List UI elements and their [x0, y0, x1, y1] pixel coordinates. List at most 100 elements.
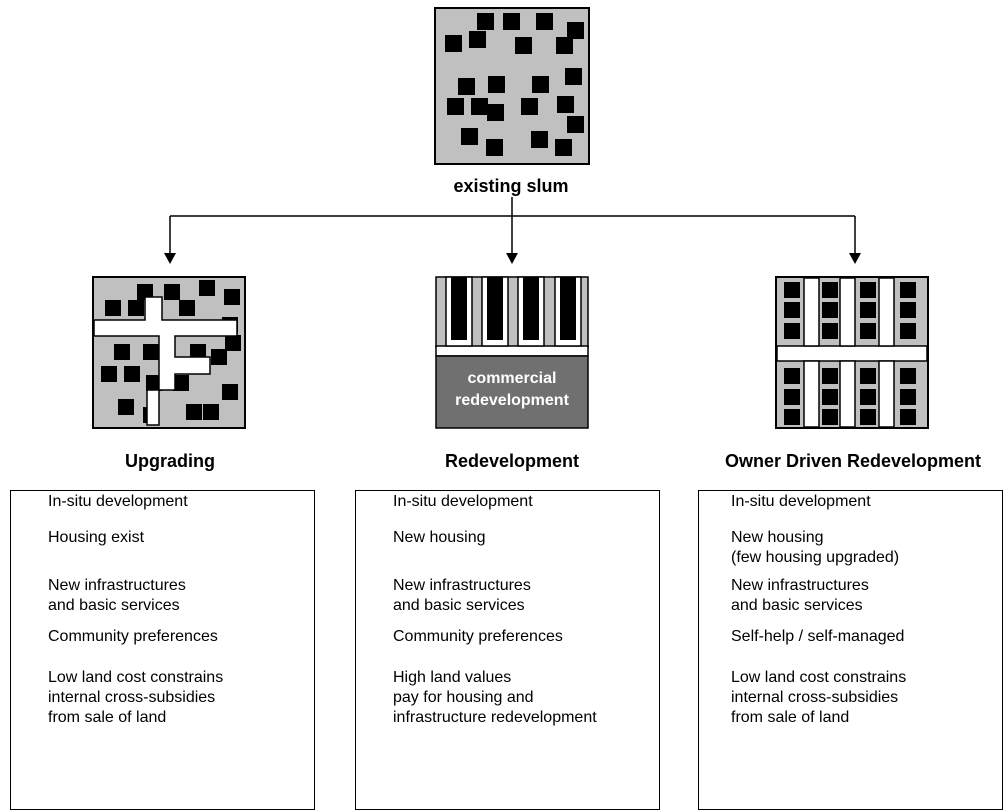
slum-house	[567, 22, 584, 39]
slum-house	[447, 98, 464, 115]
panel-line: New infrastructures and basic services	[48, 577, 186, 614]
connector-arrows	[164, 197, 861, 264]
lane	[878, 360, 895, 428]
slum-house	[521, 98, 538, 115]
panel-upgrading	[10, 490, 315, 810]
house	[822, 323, 838, 339]
house	[860, 302, 876, 318]
panel-line: New infrastructures and basic services	[731, 577, 869, 614]
existing-slum-illustration	[434, 7, 590, 165]
arrowhead-icon	[164, 253, 176, 264]
slum-house	[555, 139, 572, 156]
house	[860, 323, 876, 339]
house	[822, 389, 838, 405]
apartment-block	[560, 277, 576, 340]
slum-house	[557, 96, 574, 113]
apartment-block	[487, 277, 503, 340]
slum-house	[556, 37, 573, 54]
house	[860, 282, 876, 298]
slum-house	[532, 76, 549, 93]
house	[211, 349, 227, 365]
street	[435, 345, 589, 357]
slum-house	[469, 31, 486, 48]
house	[900, 368, 916, 384]
house	[860, 409, 876, 425]
slum-house	[486, 139, 503, 156]
panel-line: In-situ development	[48, 493, 188, 510]
house	[900, 282, 916, 298]
arrowhead-icon	[849, 253, 861, 264]
panel-line: High land values pay for housing and inf…	[393, 669, 597, 726]
slum-house	[567, 116, 584, 133]
house	[900, 302, 916, 318]
house	[822, 282, 838, 298]
house	[114, 344, 130, 360]
owner-driven-illustration	[775, 276, 929, 429]
house	[173, 375, 189, 391]
house	[784, 389, 800, 405]
upgrading-illustration	[92, 276, 246, 429]
house	[101, 366, 117, 382]
slum-house	[477, 13, 494, 30]
house	[143, 344, 159, 360]
house	[128, 300, 144, 316]
panel-line: Community preferences	[48, 628, 218, 645]
slum-house	[461, 128, 478, 145]
house	[860, 368, 876, 384]
house	[784, 282, 800, 298]
panel-line: Low land cost constrains internal cross-…	[48, 669, 224, 726]
house	[860, 389, 876, 405]
house	[225, 335, 241, 351]
apartment-block	[451, 277, 467, 340]
panel-owner-driven	[698, 490, 1003, 810]
house	[222, 384, 238, 400]
house	[124, 366, 140, 382]
panel-line: Community preferences	[393, 628, 563, 645]
house	[900, 389, 916, 405]
arrowhead-icon	[506, 253, 518, 264]
redevelopment-illustration	[435, 276, 589, 429]
commercial-redevelopment-label: commercial redevelopment	[455, 370, 569, 409]
slum-house	[488, 76, 505, 93]
slum-house	[515, 37, 532, 54]
lane	[839, 277, 856, 347]
house	[900, 323, 916, 339]
slum-house	[471, 98, 488, 115]
slum-house	[565, 68, 582, 85]
house	[784, 302, 800, 318]
new-roads	[93, 296, 238, 426]
house	[784, 323, 800, 339]
option-title-owner-driven: Owner Driven Redevelopment	[724, 451, 982, 471]
house	[146, 375, 162, 391]
slum-house	[536, 13, 553, 30]
commercial-block	[435, 355, 589, 429]
house	[224, 289, 240, 305]
apartment-block	[523, 277, 539, 340]
panel-line: In-situ development	[731, 493, 871, 510]
lane	[803, 277, 820, 347]
option-title-redevelopment: Redevelopment	[444, 451, 580, 471]
slum-house	[458, 78, 475, 95]
panel-line: Self-help / self-managed	[731, 628, 905, 645]
house	[164, 284, 180, 300]
house	[784, 409, 800, 425]
house	[784, 368, 800, 384]
house	[822, 409, 838, 425]
lane	[803, 360, 820, 428]
house	[118, 399, 134, 415]
house	[822, 302, 838, 318]
lane	[839, 360, 856, 428]
house	[105, 300, 121, 316]
slum-house	[445, 35, 462, 52]
panel-line: New housing	[393, 529, 486, 546]
panel-line: New housing (few housing upgraded)	[731, 529, 900, 566]
panel-line: New infrastructures and basic services	[393, 577, 531, 614]
house	[186, 404, 202, 420]
panel-line: Housing exist	[48, 529, 145, 546]
lane	[878, 277, 895, 347]
house	[190, 344, 206, 360]
panel-redevelopment	[355, 490, 660, 810]
house	[822, 368, 838, 384]
slum-house	[531, 131, 548, 148]
